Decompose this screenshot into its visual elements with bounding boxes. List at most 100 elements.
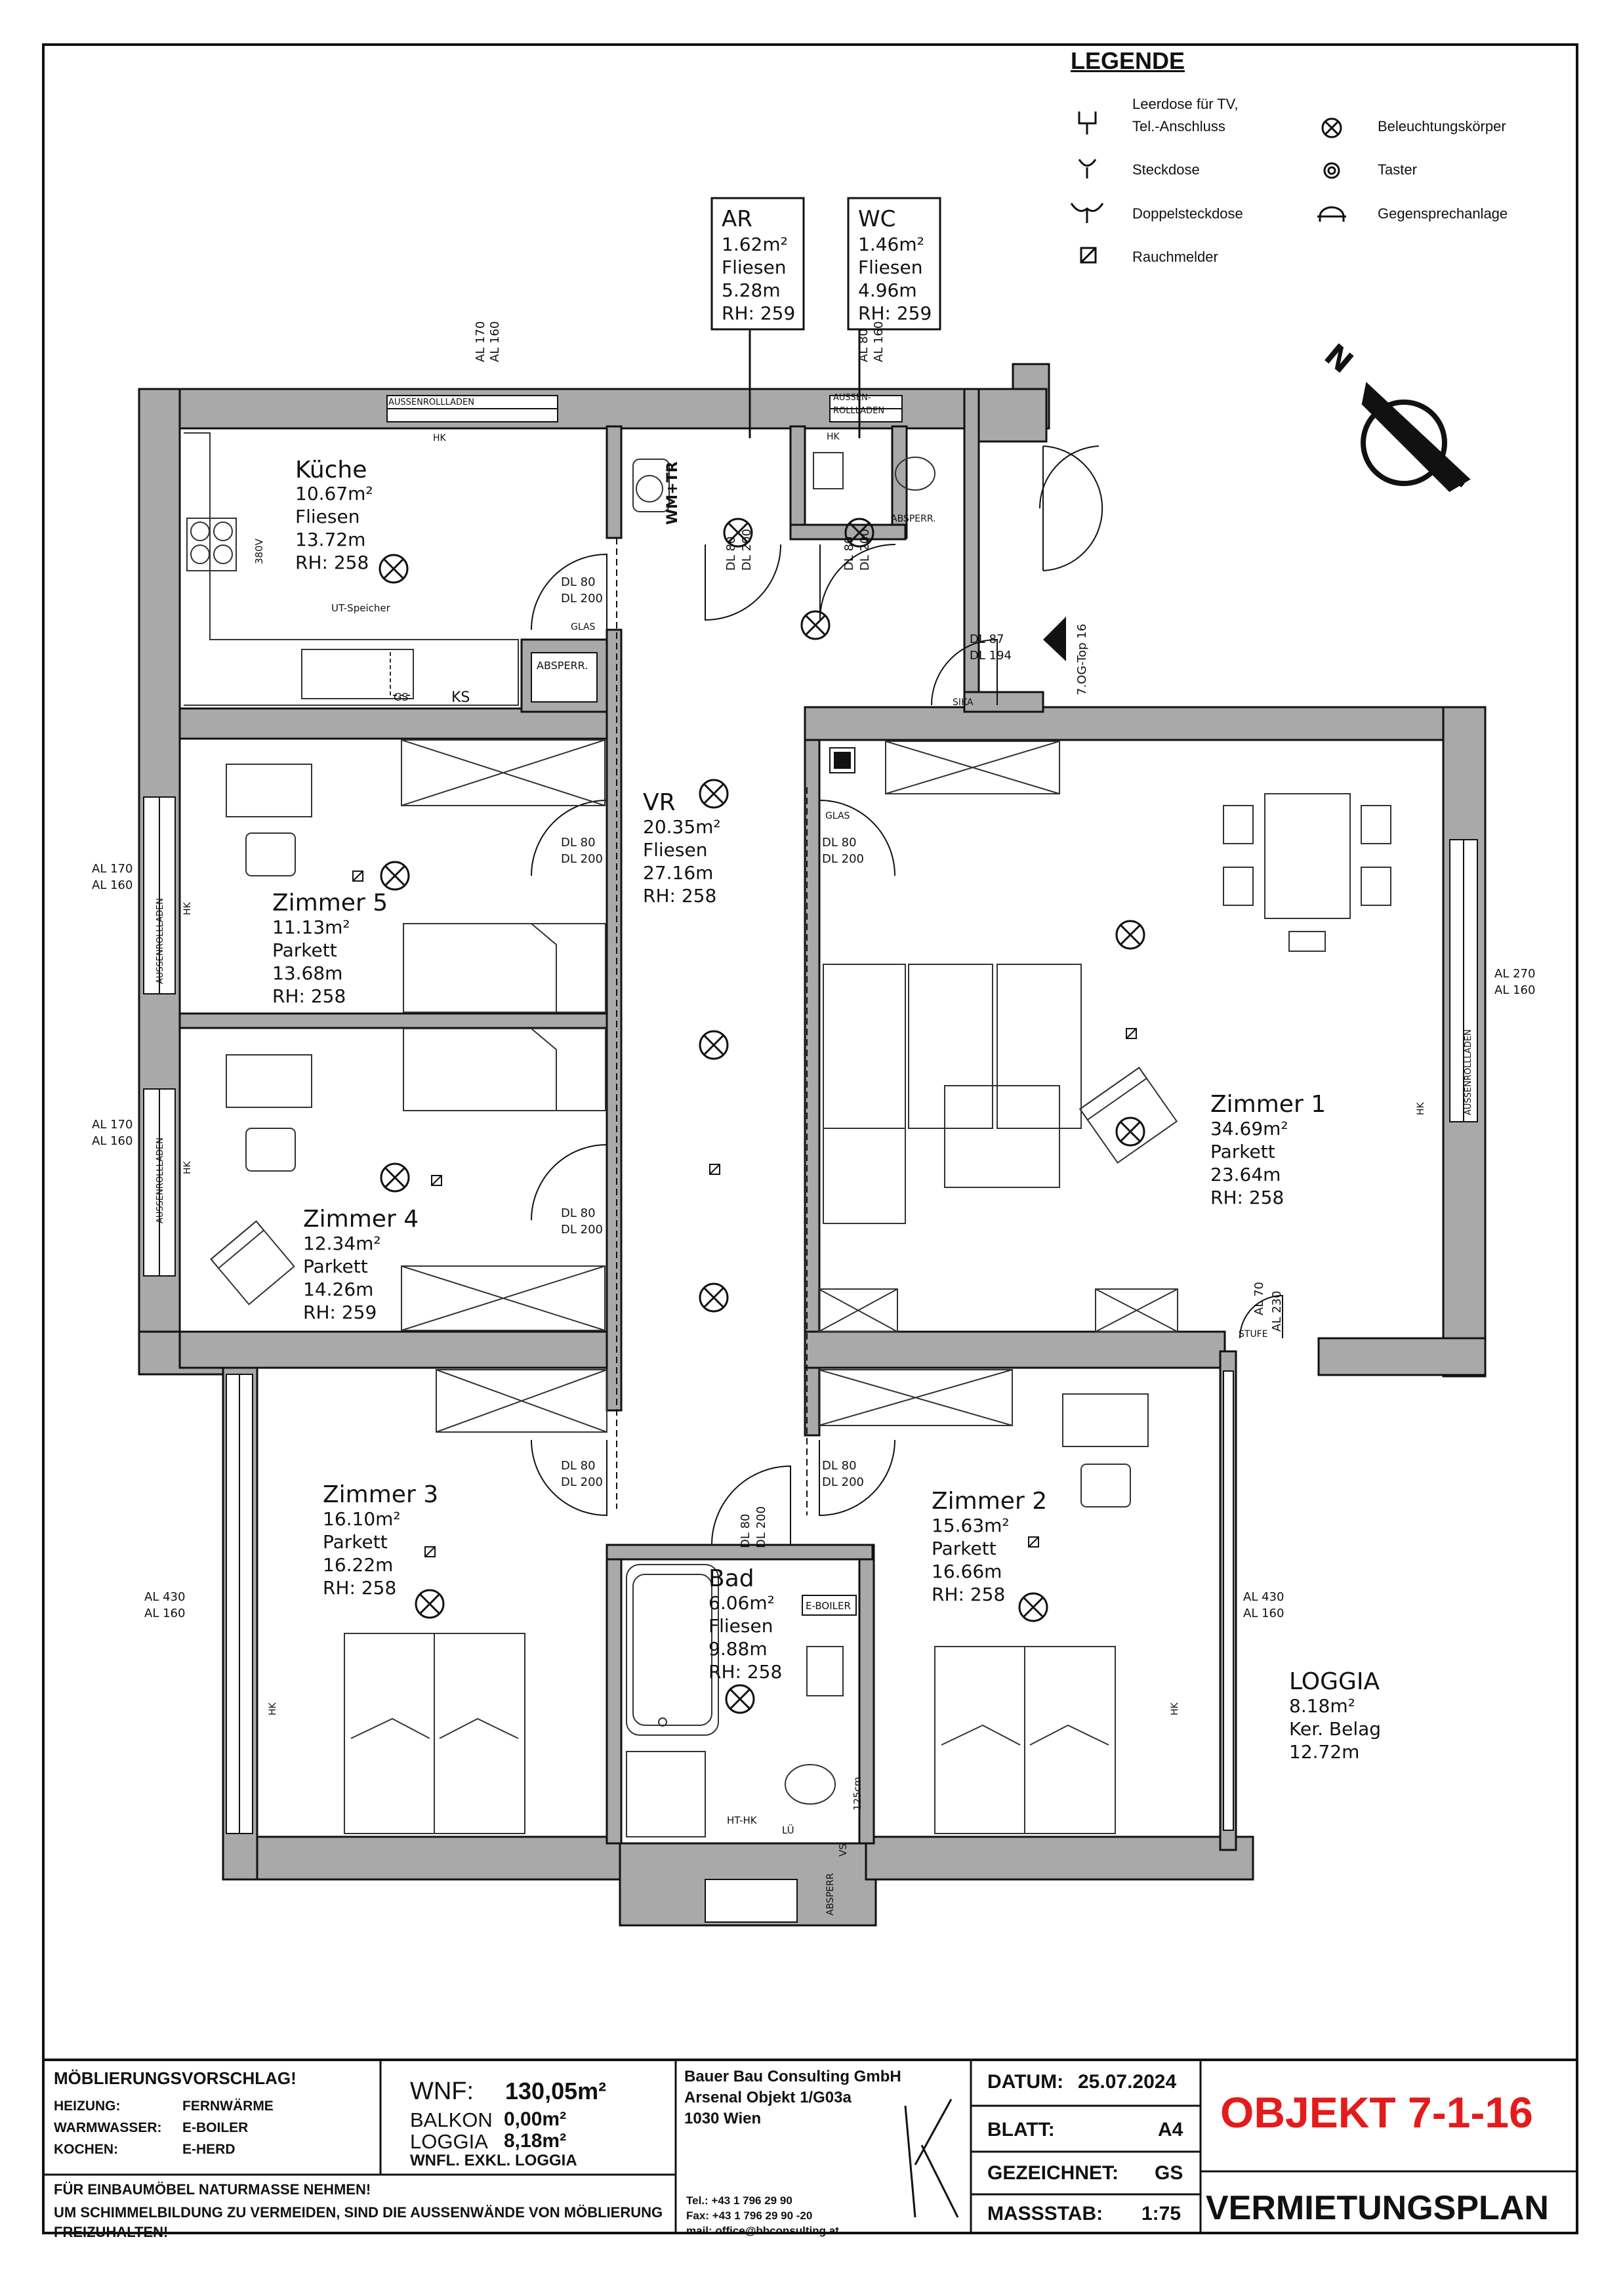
heizung-label: HEIZUNG:: [54, 2099, 121, 2114]
svg-text:15.63m²: 15.63m²: [932, 1515, 1010, 1536]
smoke-detector-icon: [829, 747, 855, 773]
svg-text:DL 200: DL 200: [754, 1506, 768, 1548]
svg-text:6.06m²: 6.06m²: [709, 1592, 775, 1614]
light-fixture-icon: [844, 518, 874, 548]
svg-text:AL 170: AL 170: [92, 862, 133, 876]
note-line-3: FREIZUHALTEN!: [54, 2224, 169, 2240]
contact-tel: Tel.: +43 1 796 29 90: [686, 2194, 792, 2207]
svg-text:VS: VS: [837, 1843, 849, 1856]
drawing-frame: [42, 43, 1578, 2234]
warmwasser-value: E-BOILER: [182, 2120, 249, 2135]
contact-fax: Fax: +43 1 796 29 90 -20: [686, 2209, 813, 2222]
svg-text:RH: 259: RH: 259: [722, 302, 795, 324]
svg-text:RH: 258: RH: 258: [295, 552, 369, 573]
svg-text:AUSSEN-: AUSSEN-: [833, 393, 871, 403]
svg-text:20.35m²: 20.35m²: [643, 816, 721, 838]
svg-text:Fliesen: Fliesen: [858, 256, 922, 278]
svg-text:34.69m²: 34.69m²: [1210, 1118, 1288, 1139]
svg-text:HK: HK: [182, 901, 193, 915]
svg-text:AL 160: AL 160: [1494, 983, 1535, 997]
room-labels: AR 1.62m² Fliesen 5.28m RH: 259 WC 1.46m…: [272, 197, 1381, 1763]
room-name-vr: VR: [643, 789, 676, 816]
svg-text:Parkett: Parkett: [323, 1531, 388, 1553]
legend-title: LEGENDE: [1071, 47, 1185, 74]
objekt-number: OBJEKT 7-1-16: [1220, 2088, 1533, 2137]
svg-text:HK: HK: [1416, 1101, 1426, 1115]
svg-text:DL 200: DL 200: [561, 592, 603, 605]
room-name-zimmer2: Zimmer 2: [932, 1488, 1047, 1515]
project-city: 1030 Wien: [684, 2110, 762, 2127]
light-fixture-icon: [1115, 920, 1145, 950]
svg-text:8.18m²: 8.18m²: [1289, 1695, 1355, 1717]
note-line-2: UM SCHIMMELBILDUNG ZU VERMEIDEN, SIND DI…: [54, 2204, 663, 2221]
svg-text:Parkett: Parkett: [303, 1256, 368, 1277]
svg-text:GLAS: GLAS: [571, 622, 596, 632]
svg-text:UT-Speicher: UT-Speicher: [331, 602, 391, 614]
legend-item-socket: Steckdose: [1132, 161, 1200, 178]
room-name-zimmer4: Zimmer 4: [303, 1206, 419, 1233]
svg-text:AL 80: AL 80: [857, 329, 871, 362]
contact-mail: mail: office@bbconsulting.at: [686, 2224, 839, 2237]
massstab-label: MASSSTAB:: [987, 2203, 1103, 2224]
room-name-zimmer1: Zimmer 1: [1210, 1091, 1326, 1118]
room-name-ar: AR: [722, 206, 752, 232]
svg-text:AL 170: AL 170: [92, 1118, 133, 1132]
light-fixture-icon: [379, 554, 409, 584]
svg-text:DL 80: DL 80: [561, 836, 596, 850]
svg-text:Parkett: Parkett: [1210, 1141, 1275, 1162]
svg-text:1.46m²: 1.46m²: [858, 234, 924, 255]
room-name-bad: Bad: [709, 1565, 754, 1592]
smoke-detector-icon: [1080, 247, 1097, 264]
svg-text:16.66m: 16.66m: [932, 1561, 1002, 1582]
svg-text:AL 160: AL 160: [92, 878, 133, 892]
svg-text:Parkett: Parkett: [932, 1538, 996, 1559]
balkon-value: 0,00m²: [504, 2108, 567, 2130]
datum-value: 25.07.2024: [1078, 2071, 1177, 2093]
light-fixture-icon: [380, 1162, 410, 1193]
smoke-detector-icon: [352, 871, 363, 882]
svg-text:HK: HK: [182, 1160, 193, 1174]
north-arrow-icon: [1361, 382, 1471, 493]
svg-text:HK: HK: [268, 1702, 278, 1715]
svg-text:Fliesen: Fliesen: [722, 256, 786, 278]
svg-text:DL 80: DL 80: [561, 1206, 596, 1220]
svg-text:WM+TR: WM+TR: [665, 461, 681, 525]
svg-text:27.16m: 27.16m: [643, 862, 713, 884]
kochen-label: KOCHEN:: [54, 2142, 118, 2157]
svg-text:AL 430: AL 430: [1243, 1590, 1284, 1604]
double-socket-icon: [1070, 203, 1104, 223]
svg-text:AUSSENROLLLADEN: AUSSENROLLLADEN: [1464, 1029, 1473, 1115]
loggia-label: LOGGIA: [410, 2130, 488, 2153]
svg-text:AL 160: AL 160: [144, 1607, 185, 1620]
svg-text:AUSSENROLLLADEN: AUSSENROLLLADEN: [388, 398, 474, 407]
svg-text:LÜ: LÜ: [782, 1824, 794, 1836]
smoke-detector-icon: [1028, 1536, 1039, 1548]
svg-text:9.88m: 9.88m: [709, 1638, 768, 1660]
svg-text:KS: KS: [451, 689, 470, 706]
svg-text:4.96m: 4.96m: [858, 279, 917, 301]
svg-text:DL 80: DL 80: [561, 575, 596, 589]
svg-text:AL 160: AL 160: [872, 321, 886, 362]
light-fixture-icon: [699, 1030, 729, 1060]
svg-text:23.64m: 23.64m: [1210, 1164, 1281, 1185]
moeblierung-title: MÖBLIERUNGSVORSCHLAG!: [54, 2068, 297, 2088]
light-fixture-icon: [699, 1282, 729, 1313]
svg-text:Ker. Belag: Ker. Belag: [1289, 1718, 1381, 1740]
svg-text:14.26m: 14.26m: [303, 1279, 373, 1300]
warmwasser-label: WARMWASSER:: [54, 2120, 162, 2135]
room-name-wc: WC: [858, 206, 895, 232]
svg-text:HK: HK: [827, 432, 840, 442]
svg-text:RH: 258: RH: 258: [1210, 1187, 1284, 1208]
svg-text:7.OG-Top 16: 7.OG-Top 16: [1075, 624, 1089, 695]
svg-text:DL 80: DL 80: [822, 1459, 857, 1473]
light-fixture-icon: [725, 1684, 755, 1714]
tv-socket-icon: [1078, 112, 1097, 134]
svg-text:13.68m: 13.68m: [272, 962, 342, 984]
company-name: Bauer Bau Consulting GmbH: [684, 2068, 901, 2085]
svg-text:12.72m: 12.72m: [1289, 1741, 1359, 1763]
svg-text:AUSSENROLLLADEN: AUSSENROLLLADEN: [155, 1138, 165, 1223]
svg-text:AL 160: AL 160: [92, 1134, 133, 1148]
light-fixture-icon: [1321, 117, 1342, 138]
legend-symbols: [1070, 112, 1346, 264]
project-name: Arsenal Objekt 1/G03a: [684, 2089, 852, 2106]
